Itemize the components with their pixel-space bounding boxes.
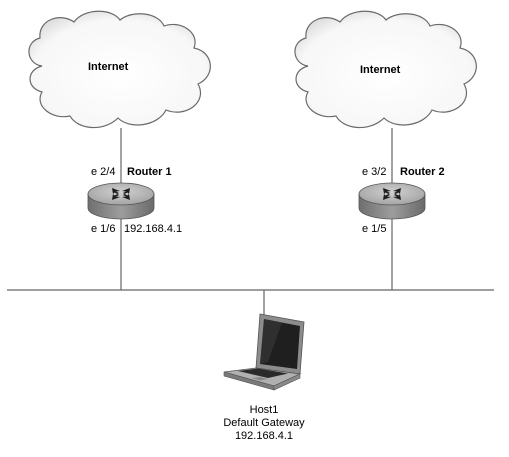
cloud-icon — [294, 10, 477, 129]
host-gateway-label: Default Gateway — [223, 417, 305, 429]
host-label-block: Host1 Default Gateway 192.168.4.1 — [200, 404, 328, 443]
laptop-icon — [223, 313, 305, 391]
cloud-label: Internet — [88, 61, 129, 73]
router2-lower-port: e 1/5 — [362, 223, 387, 235]
router1-upper-port: e 2/4 — [91, 166, 116, 178]
router1-lower-port: e 1/6 — [91, 223, 116, 235]
cloud-label: Internet — [360, 64, 401, 76]
router2-name: Router 2 — [400, 166, 445, 178]
router-icon — [87, 182, 155, 220]
router-icon — [358, 182, 426, 220]
host-gateway-ip: 192.168.4.1 — [234, 430, 294, 442]
cloud-icon — [28, 10, 211, 129]
router2-upper-port: e 3/2 — [362, 166, 387, 178]
router1-name: Router 1 — [127, 166, 172, 178]
router1-ip: 192.168.4.1 — [124, 223, 183, 235]
host-name: Host1 — [249, 404, 279, 416]
links — [7, 128, 494, 316]
